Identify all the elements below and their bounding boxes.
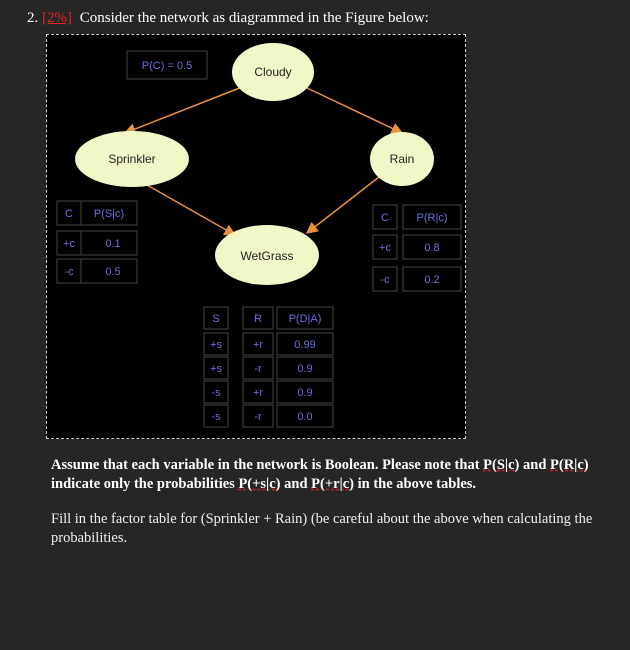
rain-label: Rain bbox=[390, 152, 415, 166]
wetgrass-cpt-cell: -s bbox=[211, 411, 221, 423]
wetgrass-cpt-cell: +r bbox=[253, 339, 263, 351]
task-instruction: Fill in the factor table for (Sprinkler … bbox=[51, 511, 593, 546]
sprinkler-cpt-cell: 0.1 bbox=[105, 238, 120, 250]
question-line: 2. [2%] Consider the network as diagramm… bbox=[27, 10, 429, 27]
wetgrass-cpt-header-s: S bbox=[212, 313, 219, 325]
cloudy-label: Cloudy bbox=[254, 65, 291, 79]
cloudy-node bbox=[232, 43, 314, 101]
rain-cpt-cell: -c bbox=[380, 274, 390, 286]
wetgrass-cpt-cell: +s bbox=[210, 339, 222, 351]
wetgrass-cpt-cell: +s bbox=[210, 363, 222, 375]
rain-cpt-table bbox=[372, 204, 462, 292]
question-number: 2. bbox=[27, 10, 39, 26]
note-text: and bbox=[519, 457, 551, 473]
edge-cloudy-rain bbox=[304, 86, 404, 134]
wetgrass-cpt-cell: +r bbox=[253, 387, 263, 399]
rain-cpt-cell: 0.8 bbox=[424, 242, 439, 254]
cloudy-cpt-box bbox=[126, 50, 208, 80]
rain-node bbox=[370, 132, 434, 186]
sprinkler-cpt-header-p: P(S|c) bbox=[94, 208, 124, 220]
note-pr: P(R|c) bbox=[550, 457, 589, 473]
sprinkler-label: Sprinkler bbox=[108, 152, 155, 166]
wetgrass-cpt-cell: -s bbox=[211, 387, 221, 399]
note-ppr: P(+r|c) bbox=[311, 476, 354, 492]
note-text: indicate only the probabilities bbox=[51, 476, 239, 492]
sprinkler-cpt-cell: +c bbox=[63, 238, 75, 250]
rain-cpt-header-p: P(R|c) bbox=[417, 212, 448, 224]
network-diagram: P(C) = 0.5 Cloudy Sprinkler Rain WetGras… bbox=[56, 43, 462, 428]
wetgrass-label: WetGrass bbox=[240, 249, 293, 263]
note-ps: P(S|c) bbox=[483, 457, 520, 473]
sprinkler-cpt-table bbox=[56, 200, 138, 284]
note-pps: P(+s|c) bbox=[238, 476, 281, 492]
rain-cpt-cell: +c bbox=[379, 242, 391, 254]
wetgrass-node bbox=[215, 225, 319, 285]
edge-sprinkler-wetgrass bbox=[146, 184, 237, 236]
edge-rain-wetgrass bbox=[305, 176, 380, 234]
bayes-network-figure: P(C) = 0.5 Cloudy Sprinkler Rain WetGras… bbox=[46, 34, 466, 439]
note-text: Assume that each variable in the network… bbox=[51, 457, 484, 473]
wetgrass-cpt-cell: 0.9 bbox=[297, 387, 312, 399]
wetgrass-cpt-cell: -r bbox=[254, 363, 262, 375]
note-text: and bbox=[280, 476, 312, 492]
sprinkler-cpt-cell: 0.5 bbox=[105, 266, 120, 278]
rain-cpt-cell: 0.2 bbox=[424, 274, 439, 286]
rain-cpt-header-c: C bbox=[381, 212, 389, 224]
wetgrass-cpt-cell: 0.0 bbox=[297, 411, 312, 423]
wetgrass-cpt-header-p: P(D|A) bbox=[289, 313, 322, 325]
question-prompt: Consider the network as diagrammed in th… bbox=[79, 10, 429, 26]
question-weight: [2%] bbox=[42, 10, 72, 26]
boolean-note: Assume that each variable in the network… bbox=[51, 456, 611, 494]
note-text: in the above tables. bbox=[354, 476, 477, 492]
sprinkler-cpt-header-c: C bbox=[65, 208, 73, 220]
sprinkler-cpt-cell: -c bbox=[64, 266, 74, 278]
wetgrass-cpt-table bbox=[203, 306, 334, 428]
wetgrass-cpt-cell: -r bbox=[254, 411, 262, 423]
wetgrass-cpt-cell: 0.9 bbox=[297, 363, 312, 375]
sprinkler-node bbox=[75, 131, 189, 187]
wetgrass-cpt-header-r: R bbox=[254, 313, 262, 325]
wetgrass-cpt-cell: 0.99 bbox=[294, 339, 315, 351]
cloudy-cpt: P(C) = 0.5 bbox=[142, 60, 192, 72]
edge-cloudy-sprinkler bbox=[123, 86, 243, 135]
